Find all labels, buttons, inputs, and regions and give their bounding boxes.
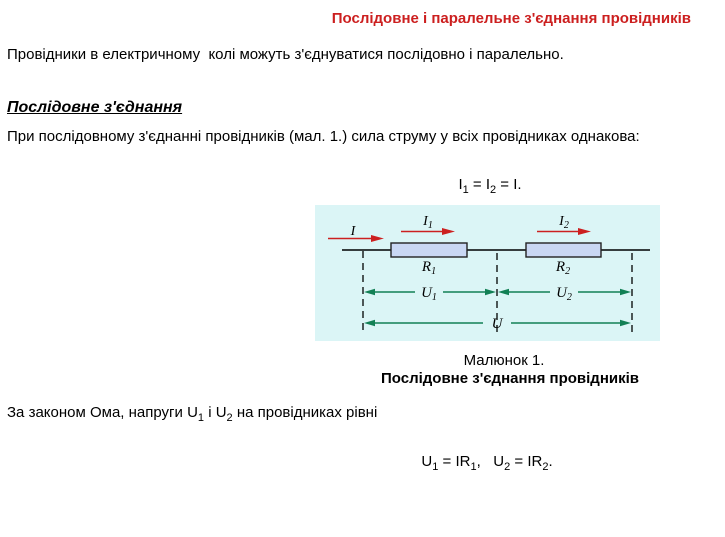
formula-subscript: 2 xyxy=(504,461,511,473)
current-total-label: I xyxy=(350,224,357,239)
formula-subscript: 2 xyxy=(542,461,549,473)
formula-part: = I. xyxy=(496,176,522,193)
section-heading-series: Послідовне з'єднання xyxy=(7,99,183,116)
ohm-law-paragraph: За законом Ома, напруги U1 і U2 на прові… xyxy=(7,404,715,424)
series-circuit-diagram: I I1 I2 R1 R2 U1 U2 U xyxy=(328,214,650,332)
voltage-formula: U1 = IR1, U2 = IR2. xyxy=(421,453,553,473)
paragraph-part: і U xyxy=(204,404,227,421)
current-arrow-i2 xyxy=(537,228,591,235)
section-lead-paragraph: При послідовному з'єднанні провідників (… xyxy=(7,128,640,145)
page-title: Послідовне і паралельне з'єднання провід… xyxy=(331,10,691,27)
resistor-2 xyxy=(525,242,602,258)
current2-label: I2 xyxy=(558,214,569,231)
formula-part: U xyxy=(421,453,433,470)
current-arrow-i1 xyxy=(401,228,455,235)
voltage-span-u2 xyxy=(498,288,631,296)
voltage2-label: U2 xyxy=(556,285,572,303)
intro-paragraph: Провідники в електричному колі можуть з'… xyxy=(7,46,564,63)
voltage1-label: U1 xyxy=(421,285,437,303)
formula-part: = I xyxy=(468,176,490,193)
voltage-span-u1 xyxy=(364,288,496,296)
voltage-span-u-total xyxy=(364,319,631,327)
paragraph-part: За законом Ома, напруги U xyxy=(7,404,198,421)
paragraph-part: на провідниках рівні xyxy=(232,404,378,421)
formula-part: I xyxy=(458,176,463,193)
current-formula: I1 = I2 = I. xyxy=(458,176,522,196)
circuit-figure: I I1 I2 R1 R2 U1 U2 U xyxy=(315,205,660,341)
formula-subscript: 1 xyxy=(432,461,439,473)
formula-part: . xyxy=(548,453,553,470)
paragraph-subscript: 2 xyxy=(226,412,233,424)
figure-caption-number: Малюнок 1. xyxy=(463,352,545,369)
formula-part: , U xyxy=(476,453,505,470)
current-arrow-i xyxy=(328,235,384,242)
resistor-1 xyxy=(390,242,468,258)
figure-caption-title: Послідовне з'єднання провідників xyxy=(380,370,640,387)
formula-subscript: 1 xyxy=(462,184,469,196)
paragraph-subscript: 1 xyxy=(197,412,205,424)
formula-subscript: 1 xyxy=(470,461,477,473)
formula-part: = IR xyxy=(438,453,471,470)
voltage-total-label: U xyxy=(492,316,504,332)
resistor2-label: R2 xyxy=(555,259,570,277)
formula-subscript: 2 xyxy=(490,184,497,196)
current1-label: I1 xyxy=(422,214,433,231)
resistor1-label: R1 xyxy=(421,259,436,277)
formula-part: = IR xyxy=(510,453,543,470)
